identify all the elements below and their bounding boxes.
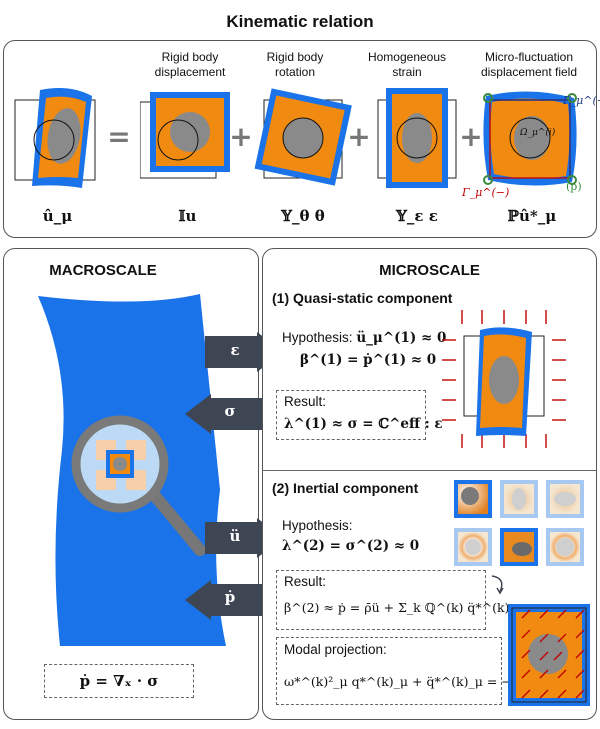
caption-text: Rigid body displacement [154,50,226,79]
caption-micro-fluctuation: Micro-fluctuation displacement field [465,50,593,80]
plus-operator: + [459,120,483,153]
inertial-hypothesis-eq: λ^(2) = σ^(2) ≈ 0 [282,538,420,554]
quasi-hypothesis-label: Hypothesis: ü_μ^(1) ≈ 0 [282,330,446,346]
inertial-result-label: Result: [284,574,327,589]
hypothesis-eq2: β^(1) = ṗ^(1) ≈ 0 [300,352,437,368]
cell-total-displacement [14,88,96,188]
quasi-static-cell [442,310,566,448]
cell-micro-fluctuation [483,91,577,186]
quasi-result-label: Result: [284,394,327,409]
symbol-micro-fluctuation: ℙû*_μ [507,207,557,225]
caption-text: Micro-fluctuation displacement field [480,50,578,79]
micro-divider [262,470,597,471]
symbol-total: û_μ [42,207,73,225]
arrow-stress-label: σ [224,402,236,420]
quasi-static-heading: (1) Quasi-static component [272,290,453,306]
curved-arrow-icon [491,575,504,595]
mode-shapes-grid [454,480,584,566]
modal-projection-label: Modal projection: [284,642,387,657]
p-label: (p) [566,180,582,193]
caption-rigid-displacement: Rigid body displacement [140,50,240,80]
cell-rigid-displacement [140,92,230,179]
arrow-momentum-label: ṗ [224,588,236,606]
symbol-rigid-rotation: 𝕐_θ θ [281,207,325,225]
inertial-result-box [276,570,486,630]
inertial-cell [508,604,590,706]
gamma-minus-label: Γ_μ^(−) [462,186,510,199]
caption-homogeneous-strain: Homogeneous strain [357,50,457,80]
macro-body [38,294,226,646]
inertial-heading: (2) Inertial component [272,480,419,496]
cell-homogeneous-strain [377,88,457,188]
arrow-strain-label: ε [230,341,240,359]
macro-equation-box [44,664,194,698]
equals-operator: = [107,120,131,153]
microscale-title: MICROSCALE [379,262,480,279]
arrow-accel-label: ü [229,527,241,545]
symbol-homogeneous-strain: 𝕐_ε ε [396,207,438,225]
inertial-hypothesis-label: Hypothesis: [282,518,353,533]
omega-label: Ω_μ^(i) [520,128,556,138]
plus-operator: + [347,120,371,153]
balance-equation: ṗ = ∇ₓ · σ [79,672,159,690]
hypothesis-eq1: ü_μ^(1) ≈ 0 [356,330,447,346]
kinematic-title: Kinematic relation [226,12,374,31]
symbol-rigid-displacement: 𝕀u [178,207,197,225]
modal-projection-eq: ω*^(k)²_μ q*^(k)_μ + q̈*^(k)_μ = −ℚ^(k)T… [284,674,571,689]
caption-text: Homogeneous strain [367,50,447,79]
gamma-plus-label: Γ_μ^(+) [563,94,600,107]
cell-rigid-rotation [254,88,352,186]
arrow-momentum-left [185,580,263,620]
macroscale-title: MACROSCALE [49,262,157,279]
inertial-result-eq: β^(2) ≈ ṗ = ρ̄ü + Σ_k ℚ^(k) q̈*^(k)_μ [284,600,524,615]
arrow-stress-left [185,394,263,434]
quasi-result-eq: λ^(1) ≈ σ = ℂ^eff : ε [284,416,443,432]
caption-rigid-rotation: Rigid body rotation [250,50,340,80]
quasi-result-box [276,390,426,440]
plus-operator: + [229,120,253,153]
hypothesis-text: Hypothesis: [282,330,353,345]
caption-text: Rigid body rotation [266,50,324,79]
modal-projection-box [276,637,502,705]
